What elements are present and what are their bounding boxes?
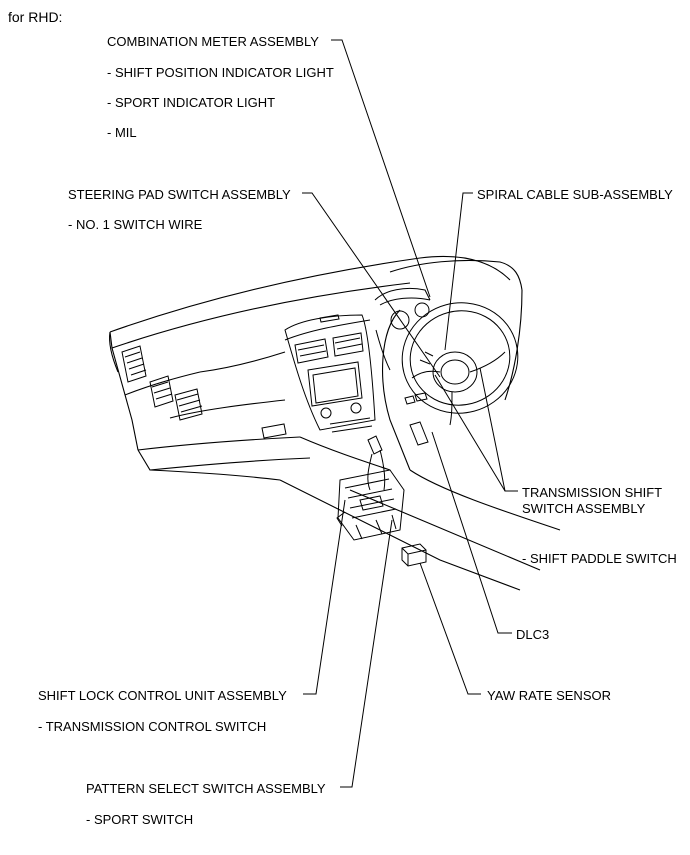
label-sport-indicator-light: - SPORT INDICATOR LIGHT <box>107 95 276 110</box>
steering-wheel <box>401 302 519 426</box>
label-trans-shift-line1: TRANSMISSION SHIFT <box>522 485 663 500</box>
leader-steering-pad <box>302 192 441 378</box>
label-combination-meter: COMBINATION METER ASSEMBLY <box>107 34 319 49</box>
leader-spiral-cable <box>444 192 473 351</box>
glovebox-latch <box>261 423 287 439</box>
leader-trans-shift-b <box>434 374 506 492</box>
label-shift-position-light: - SHIFT POSITION INDICATOR LIGHT <box>107 65 334 80</box>
center-console-stack <box>284 314 376 433</box>
label-switch-wire: - NO. 1 SWITCH WIRE <box>68 217 203 232</box>
label-shift-lock: SHIFT LOCK CONTROL UNIT ASSEMBLY <box>38 688 287 703</box>
combination-meter <box>374 287 431 371</box>
label-mil: - MIL <box>107 125 137 140</box>
label-sport-switch: - SPORT SWITCH <box>86 812 194 827</box>
label-steering-pad: STEERING PAD SWITCH ASSEMBLY <box>68 187 291 202</box>
leader-yaw-rate <box>419 562 481 695</box>
shift-lever-assembly <box>336 435 405 541</box>
yaw-rate-sensor <box>401 543 427 567</box>
leader-combination-meter <box>331 39 431 298</box>
leader-dlc3 <box>431 431 512 634</box>
pedal-area <box>404 392 429 446</box>
leader-pattern-select <box>340 519 393 788</box>
label-spiral-cable: SPIRAL CABLE SUB-ASSEMBLY <box>477 187 673 202</box>
diagram-heading: for RHD: <box>8 9 63 25</box>
label-yaw-rate: YAW RATE SENSOR <box>487 688 611 703</box>
label-shift-paddle: - SHIFT PADDLE SWITCH <box>522 551 677 566</box>
leader-shift-lock <box>303 499 346 695</box>
label-pattern-select: PATTERN SELECT SWITCH ASSEMBLY <box>86 781 326 796</box>
label-trans-control: - TRANSMISSION CONTROL SWITCH <box>38 719 267 734</box>
left-air-vents <box>121 345 203 421</box>
label-dlc3: DLC3 <box>516 627 550 642</box>
leader-lines <box>302 39 518 788</box>
label-trans-shift-line2: SWITCH ASSEMBLY <box>522 501 646 516</box>
